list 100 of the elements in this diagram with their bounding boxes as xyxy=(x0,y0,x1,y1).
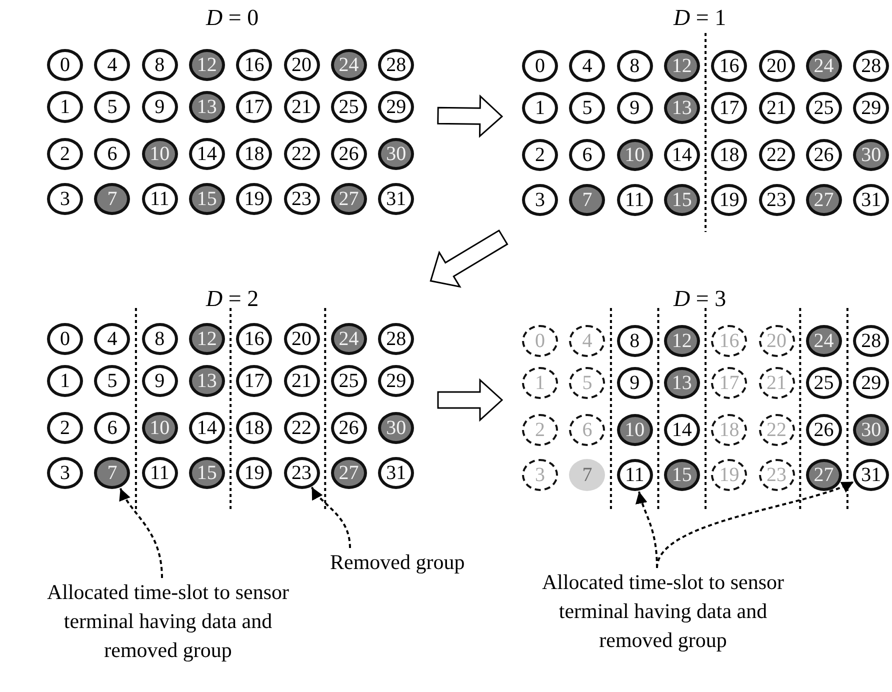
slot-circle: 17 xyxy=(236,91,272,123)
slot-circle: 31 xyxy=(378,457,414,489)
slot-circle: 16 xyxy=(236,49,272,81)
slot-circle: 1 xyxy=(47,91,83,123)
slot-circle: 1 xyxy=(522,92,558,124)
removed-slot-circle: 6 xyxy=(569,414,606,446)
slot-circle: 28 xyxy=(853,50,890,82)
slot-circle: 29 xyxy=(853,92,890,124)
slot-circle: 26 xyxy=(806,139,842,171)
slot-circle: 8 xyxy=(142,49,178,81)
slot-circle: 0 xyxy=(47,49,83,81)
removed-slot-circle: 4 xyxy=(569,325,606,357)
slot-circle: 0 xyxy=(522,50,558,82)
removed-slot-circle: 20 xyxy=(758,325,794,357)
slot-circle: 26 xyxy=(330,412,367,444)
data-slot-circle: 24 xyxy=(806,325,842,357)
slot-circle: 5 xyxy=(94,365,130,397)
panel-title: D = 0 xyxy=(206,5,259,31)
slot-circle: 9 xyxy=(616,92,653,124)
slot-circle: 25 xyxy=(330,365,367,397)
data-slot-circle: 7 xyxy=(94,457,130,489)
data-slot-circle: 30 xyxy=(378,138,414,170)
slot-circle: 26 xyxy=(806,414,842,446)
leader-arrow xyxy=(120,488,163,578)
data-slot-circle: 27 xyxy=(806,459,842,491)
slot-circle: 8 xyxy=(616,325,653,357)
slot-circle: 23 xyxy=(284,457,320,489)
data-slot-circle: 13 xyxy=(664,367,700,399)
slot-circle: 14 xyxy=(664,414,700,446)
slot-circle: 4 xyxy=(569,50,606,82)
data-slot-circle: 15 xyxy=(188,183,225,215)
data-slot-circle: 12 xyxy=(188,49,225,81)
slot-circle: 11 xyxy=(616,459,653,491)
data-slot-circle: 10 xyxy=(616,139,653,171)
block-arrow xyxy=(437,378,504,422)
slot-circle: 23 xyxy=(758,184,794,216)
slot-circle: 3 xyxy=(47,183,83,215)
removed-slot-circle: 22 xyxy=(758,414,794,446)
slot-circle: 19 xyxy=(236,183,272,215)
slot-circle: 21 xyxy=(758,92,794,124)
slot-circle: 21 xyxy=(284,91,320,123)
leader-arrow xyxy=(310,486,351,548)
slot-circle: 3 xyxy=(522,184,558,216)
slot-circle: 17 xyxy=(236,365,272,397)
removed-slot-circle: 3 xyxy=(522,459,558,491)
removed-slot-circle: 2 xyxy=(522,414,558,446)
slot-circle: 11 xyxy=(142,457,178,489)
data-slot-circle: 10 xyxy=(616,414,653,446)
data-slot-circle: 15 xyxy=(664,459,700,491)
slot-circle: 20 xyxy=(284,323,320,355)
slot-circle: 25 xyxy=(330,91,367,123)
slot-circle: 8 xyxy=(142,323,178,355)
slot-circle: 6 xyxy=(94,412,130,444)
slot-circle: 19 xyxy=(711,184,748,216)
data-slot-circle: 10 xyxy=(142,138,178,170)
slot-circle: 25 xyxy=(806,367,842,399)
slot-circle: 28 xyxy=(378,49,414,81)
data-slot-circle: 12 xyxy=(188,323,225,355)
slot-circle: 18 xyxy=(711,139,748,171)
removed-slot-circle: 17 xyxy=(711,367,748,399)
data-slot-circle: 12 xyxy=(664,325,700,357)
slot-circle: 1 xyxy=(47,365,83,397)
data-slot-circle: 7 xyxy=(94,183,130,215)
slot-circle: 20 xyxy=(758,50,794,82)
panel-title: D = 3 xyxy=(674,286,726,312)
panel-title: D = 1 xyxy=(674,5,726,31)
annotation-text: Removed group xyxy=(330,548,465,577)
slot-circle: 14 xyxy=(664,139,700,171)
slot-circle: 29 xyxy=(853,367,890,399)
data-slot-circle: 15 xyxy=(188,457,225,489)
slot-circle: 26 xyxy=(330,138,367,170)
slot-circle: 14 xyxy=(188,412,225,444)
slot-circle: 16 xyxy=(711,50,748,82)
slot-circle: 18 xyxy=(236,138,272,170)
slot-circle: 22 xyxy=(284,412,320,444)
slot-circle: 31 xyxy=(853,459,890,491)
slot-circle: 5 xyxy=(94,91,130,123)
panel-title: D = 2 xyxy=(206,286,259,312)
slot-circle: 18 xyxy=(236,412,272,444)
removed-slot-circle: 5 xyxy=(569,367,606,399)
data-slot-circle: 30 xyxy=(853,414,890,446)
data-slot-circle: 27 xyxy=(330,457,367,489)
slot-circle: 11 xyxy=(616,184,653,216)
data-slot-circle: 27 xyxy=(806,184,842,216)
removed-slot-circle: 23 xyxy=(758,459,794,491)
slot-circle: 3 xyxy=(47,457,83,489)
removed-slot-circle: 19 xyxy=(711,459,748,491)
slot-circle: 4 xyxy=(94,323,130,355)
slot-circle: 9 xyxy=(142,365,178,397)
removed-slot-circle: 18 xyxy=(711,414,748,446)
slot-circle: 17 xyxy=(711,92,748,124)
slot-circle: 22 xyxy=(758,139,794,171)
slot-circle: 20 xyxy=(284,49,320,81)
removed-slot-circle: 16 xyxy=(711,325,748,357)
removed-slot-circle: 7 xyxy=(569,459,606,491)
slot-circle: 6 xyxy=(569,139,606,171)
data-slot-circle: 30 xyxy=(378,412,414,444)
leader-arrow xyxy=(656,480,854,568)
slot-circle: 31 xyxy=(378,183,414,215)
data-slot-circle: 13 xyxy=(664,92,700,124)
